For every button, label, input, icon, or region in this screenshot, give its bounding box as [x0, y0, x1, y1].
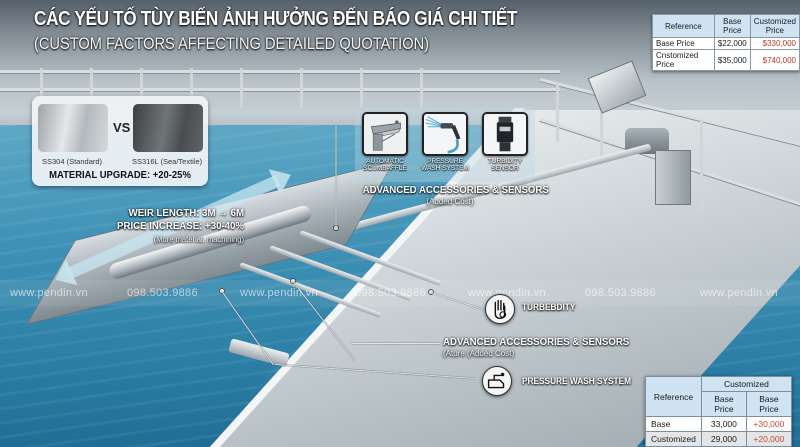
- table-group-header: Customized: [700, 376, 792, 392]
- railing-post: [300, 68, 303, 108]
- railing-post: [600, 95, 603, 165]
- pressure-wash-caption: PRESSURE WASH SYSTEM: [421, 158, 469, 172]
- ss316l-swatch: [133, 104, 203, 152]
- railing-post: [190, 68, 193, 108]
- callout-leader-line: [352, 343, 440, 344]
- customized-price-cell: $740,000: [749, 49, 800, 71]
- watermark-website: www.pendin.vn: [700, 287, 778, 299]
- accessories-title: ADVANCED ACCESSORIES & SENSORS: [362, 184, 549, 196]
- advanced-accessories-callout-title: ADVANCED ACCESSORIES & SENSORS: [443, 336, 630, 348]
- railing-post: [700, 120, 703, 210]
- table-row: Base 33,000 +30,000: [645, 416, 792, 432]
- railing-post: [360, 68, 363, 108]
- railing-post: [140, 68, 143, 108]
- table-header: Reference: [645, 376, 702, 417]
- scum-baffle-caption: AUTOMATIC SCUMBAFFLE: [363, 158, 407, 172]
- base-price-cell: 33,000: [700, 416, 747, 432]
- top-price-table: Reference Base Price Customized Price Ba…: [652, 14, 800, 71]
- table-header: Base Price: [700, 391, 747, 417]
- callout-dot: [428, 289, 434, 295]
- turbidity-sensor-caption: TURBIDITY SENSOR: [487, 158, 523, 172]
- accessories-panel: AUTOMATIC SCUMBAFFLE PRESSURE WASH SYSTE…: [355, 107, 535, 182]
- railing: [0, 88, 560, 91]
- page-title: CÁC YẾU TỐ TÙY BIẾN ẢNH HƯỞNG ĐẾN BÁO GI…: [34, 8, 518, 30]
- watermark-website: www.pendin.vn: [10, 287, 88, 299]
- watermark-phone: 098.503.9886: [127, 287, 198, 299]
- vs-label: VS: [113, 120, 131, 135]
- pressure-wash-callout-label: PRESSURE WASH SYSTEM: [522, 376, 632, 386]
- table-header: Reference: [652, 14, 715, 38]
- pressure-wash-icon: [422, 112, 468, 156]
- watermark-website: www.pendin.vn: [240, 287, 318, 299]
- material-comparison-panel: VS SS304 (Standard) SS316L (Sea/Textile)…: [32, 96, 208, 186]
- turbidity-hand-icon: [485, 294, 515, 324]
- table-row: Customized 29,000 +20,000: [645, 431, 792, 447]
- base-price-cell: $35,000: [713, 49, 751, 71]
- railing-post: [420, 68, 423, 108]
- row-label: Customized: [645, 431, 702, 447]
- railing-post: [40, 68, 43, 108]
- ss304-swatch: [38, 104, 108, 152]
- table-row: Base Price $22,000 $330,000: [652, 37, 800, 50]
- page-subtitle: (CUSTOM FACTORS AFFECTING DETAILED QUOTA…: [34, 34, 430, 53]
- watermark-band: [0, 280, 800, 306]
- row-label: Cnstomized Price: [652, 49, 715, 71]
- ss316l-label: SS316L (Sea/Textile): [132, 157, 203, 166]
- table-header: Base Price: [745, 391, 792, 417]
- faucet-wash-icon: [482, 366, 512, 396]
- base-price-cell: $22,000: [713, 37, 751, 50]
- weir-length-text: WEIR LENGTH: 3M → 6M: [128, 207, 244, 219]
- weir-length-callout: WEIR LENGTH: 3M → 6M PRICE INCREASE: +30…: [78, 207, 244, 233]
- scum-baffle-icon: [362, 112, 408, 156]
- advanced-accessories-callout-subtitle: (Ature (Added Cost): [443, 349, 515, 358]
- customized-price-cell: $330,000: [749, 37, 800, 50]
- row-label: Base: [645, 416, 702, 432]
- callout-leader-line: [335, 123, 337, 229]
- watermark-phone: 098.503.9886: [585, 287, 656, 299]
- table-header: Customized Price: [749, 14, 800, 38]
- customized-price-cell: +20,000: [745, 431, 792, 447]
- material-upgrade-text: MATERIAL UPGRADE: +20-25%: [49, 169, 191, 181]
- bottom-price-table: Reference Customized Base Price Base Pri…: [645, 376, 792, 447]
- railing-post: [90, 68, 93, 108]
- price-increase-text: PRICE INCREASE: +30-40%: [117, 220, 244, 232]
- weir-note: (More material, machining): [153, 235, 244, 244]
- table-header: Base Price: [713, 14, 751, 38]
- watermark-phone: 098.503.9886: [355, 287, 426, 299]
- railing: [0, 70, 560, 73]
- ss304-label: SS304 (Standard): [42, 157, 103, 166]
- railing-post: [556, 82, 559, 142]
- base-price-cell: 29,000: [700, 431, 747, 447]
- watermark-website: www.pendin.vn: [468, 287, 546, 299]
- table-row: Cnstomized Price $35,000 $740,000: [652, 49, 800, 71]
- turbidity-callout-label: TURBEBDITY: [522, 302, 576, 312]
- motor-stand: [655, 150, 691, 205]
- row-label: Base Price: [652, 37, 715, 50]
- turbidity-sensor-icon: [482, 112, 528, 156]
- accessories-subtitle: (Added Cost): [426, 197, 474, 206]
- customized-price-cell: +30,000: [745, 416, 792, 432]
- railing-post: [240, 68, 243, 108]
